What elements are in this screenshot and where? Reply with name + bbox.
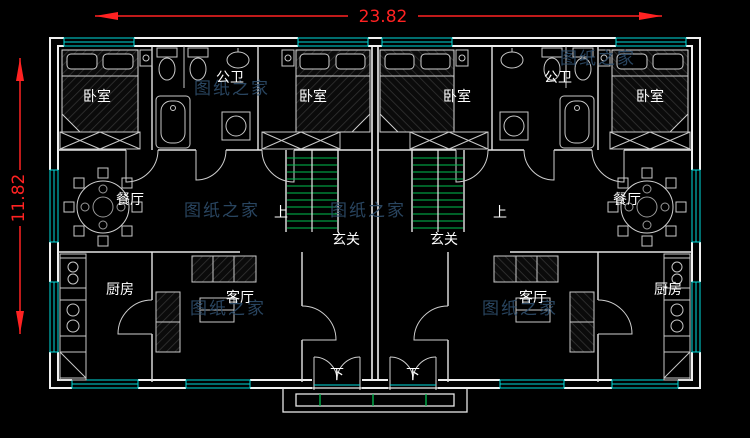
room-label-dining-2: 餐厅 <box>613 192 641 208</box>
room-label-entry-2: 玄关 <box>430 231 458 248</box>
watermark-text: 图纸之家 <box>560 49 636 69</box>
watermark-text: 图纸之家 <box>330 201 406 221</box>
entrance-down-label-2: 下 <box>406 367 420 383</box>
room-label-kitchen-1: 厨房 <box>106 282 134 298</box>
watermark-text: 图纸之家 <box>190 299 266 319</box>
watermarks: 图纸之家 图纸之家 图纸之家 图纸之家 图纸之家 图纸之家 <box>184 49 636 319</box>
width-dimension-label: 23.82 <box>359 7 408 27</box>
room-labels: 卧室 卧室 卧室 卧室 公卫 公卫 餐厅 餐厅 厨房 厨房 客厅 客厅 玄关 玄… <box>83 70 682 383</box>
entrance-porch <box>282 387 468 413</box>
dim-arrow-left-icon <box>95 12 118 20</box>
room-label-bedroom-4: 卧室 <box>636 88 664 105</box>
room-label-bedroom-2: 卧室 <box>299 88 327 105</box>
stairs-up-label-2: 上 <box>493 205 507 221</box>
room-label-bedroom-1: 卧室 <box>83 88 111 105</box>
room-label-kitchen-2: 厨房 <box>654 282 682 298</box>
height-dimension: 11.82 <box>9 58 29 334</box>
room-label-bedroom-3: 卧室 <box>443 88 471 105</box>
dim-arrow-right-icon <box>639 12 662 20</box>
dim-arrow-up-icon <box>16 58 24 81</box>
watermark-text: 图纸之家 <box>184 201 260 221</box>
room-label-living-1: 客厅 <box>226 289 254 306</box>
width-dimension: 23.82 <box>95 7 662 27</box>
room-label-public-bath-2: 公卫 <box>544 70 572 86</box>
room-label-living-2: 客厅 <box>519 289 547 306</box>
room-label-dining-1: 餐厅 <box>116 192 144 208</box>
dim-arrow-down-icon <box>16 311 24 334</box>
room-label-entry-1: 玄关 <box>332 231 360 248</box>
watermark-text: 图纸之家 <box>194 79 270 99</box>
party-wall <box>371 46 379 380</box>
watermark-text: 图纸之家 <box>482 299 558 319</box>
stairs-up-label-1: 上 <box>274 205 288 221</box>
height-dimension-label: 11.82 <box>9 174 29 223</box>
entrance-down-label-1: 下 <box>330 367 344 383</box>
room-label-public-bath-1: 公卫 <box>216 70 244 86</box>
